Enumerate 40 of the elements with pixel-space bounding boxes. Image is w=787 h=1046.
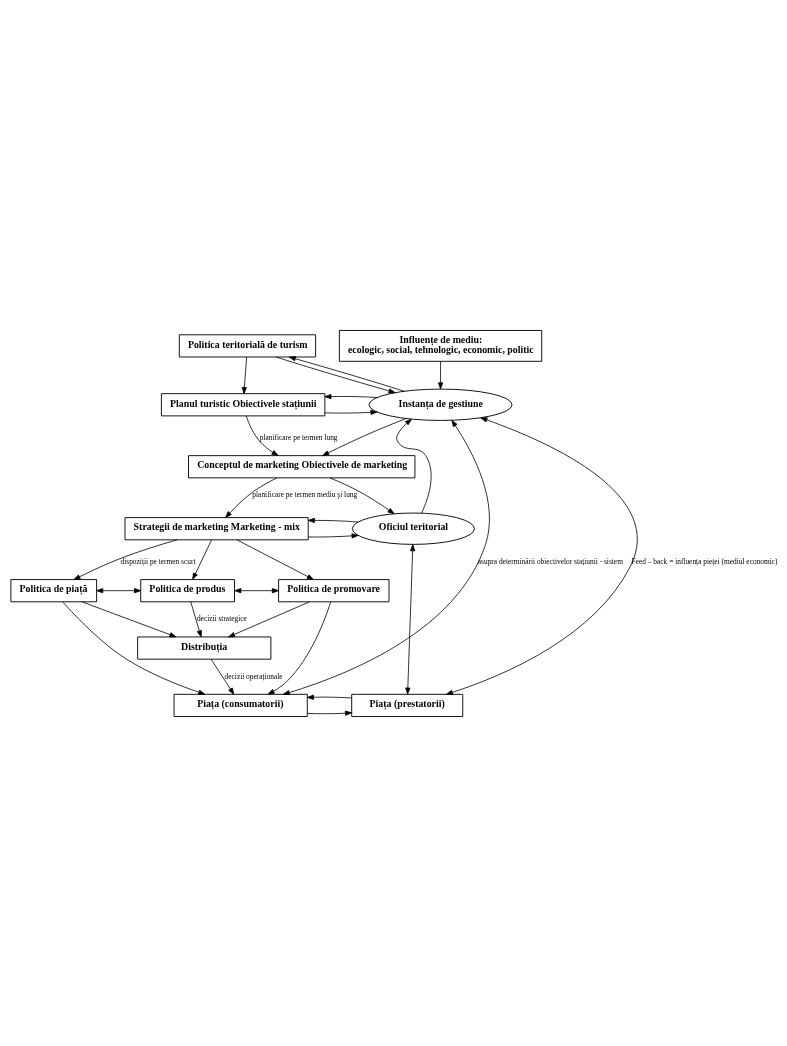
arrow xyxy=(234,587,279,593)
arrow xyxy=(225,477,278,518)
node-box: Politica de piață xyxy=(10,578,98,602)
arrow xyxy=(62,601,206,695)
arrow xyxy=(324,393,378,399)
arrow xyxy=(446,416,638,695)
arrow xyxy=(306,694,353,700)
node-box: Conceptul de marketing Obiectivele de marketing xyxy=(188,454,416,478)
node-box: Politica teritorială de turism xyxy=(178,333,317,357)
arrow xyxy=(405,543,416,694)
node-box: Strategii de marketing Marketing - mix xyxy=(124,516,309,540)
arrow xyxy=(236,539,314,580)
arrow xyxy=(288,355,405,392)
arrow xyxy=(190,600,202,637)
arrow xyxy=(438,360,444,389)
arrow xyxy=(306,710,353,716)
arrow xyxy=(275,356,396,393)
node-box: Influențe de mediu: ecologic, social, tehnologic, economic, politic xyxy=(338,329,543,362)
arrow xyxy=(192,539,212,580)
arrow xyxy=(73,538,178,580)
arrow xyxy=(307,532,359,538)
node-box: Politica de produs xyxy=(140,578,235,602)
arrow xyxy=(228,600,310,637)
arrow xyxy=(282,419,490,695)
arrow xyxy=(267,601,332,695)
arrow xyxy=(329,477,395,514)
arrow xyxy=(324,409,378,415)
node-box: Planul turistic Obiectivele stațiunii xyxy=(160,392,326,416)
arrow xyxy=(245,415,279,456)
arrow xyxy=(307,517,359,523)
arrow xyxy=(96,587,142,593)
arrow xyxy=(81,600,177,637)
arrow xyxy=(210,658,235,695)
node-box: Piața (prestatorii) xyxy=(351,693,464,717)
arrow xyxy=(241,356,248,394)
node-box: Distribuția xyxy=(137,636,272,660)
arrow xyxy=(322,417,407,456)
node-box: Politica de promovare xyxy=(278,578,390,602)
node-box: Piața (consumatorii) xyxy=(173,693,308,717)
arrow xyxy=(396,418,432,513)
